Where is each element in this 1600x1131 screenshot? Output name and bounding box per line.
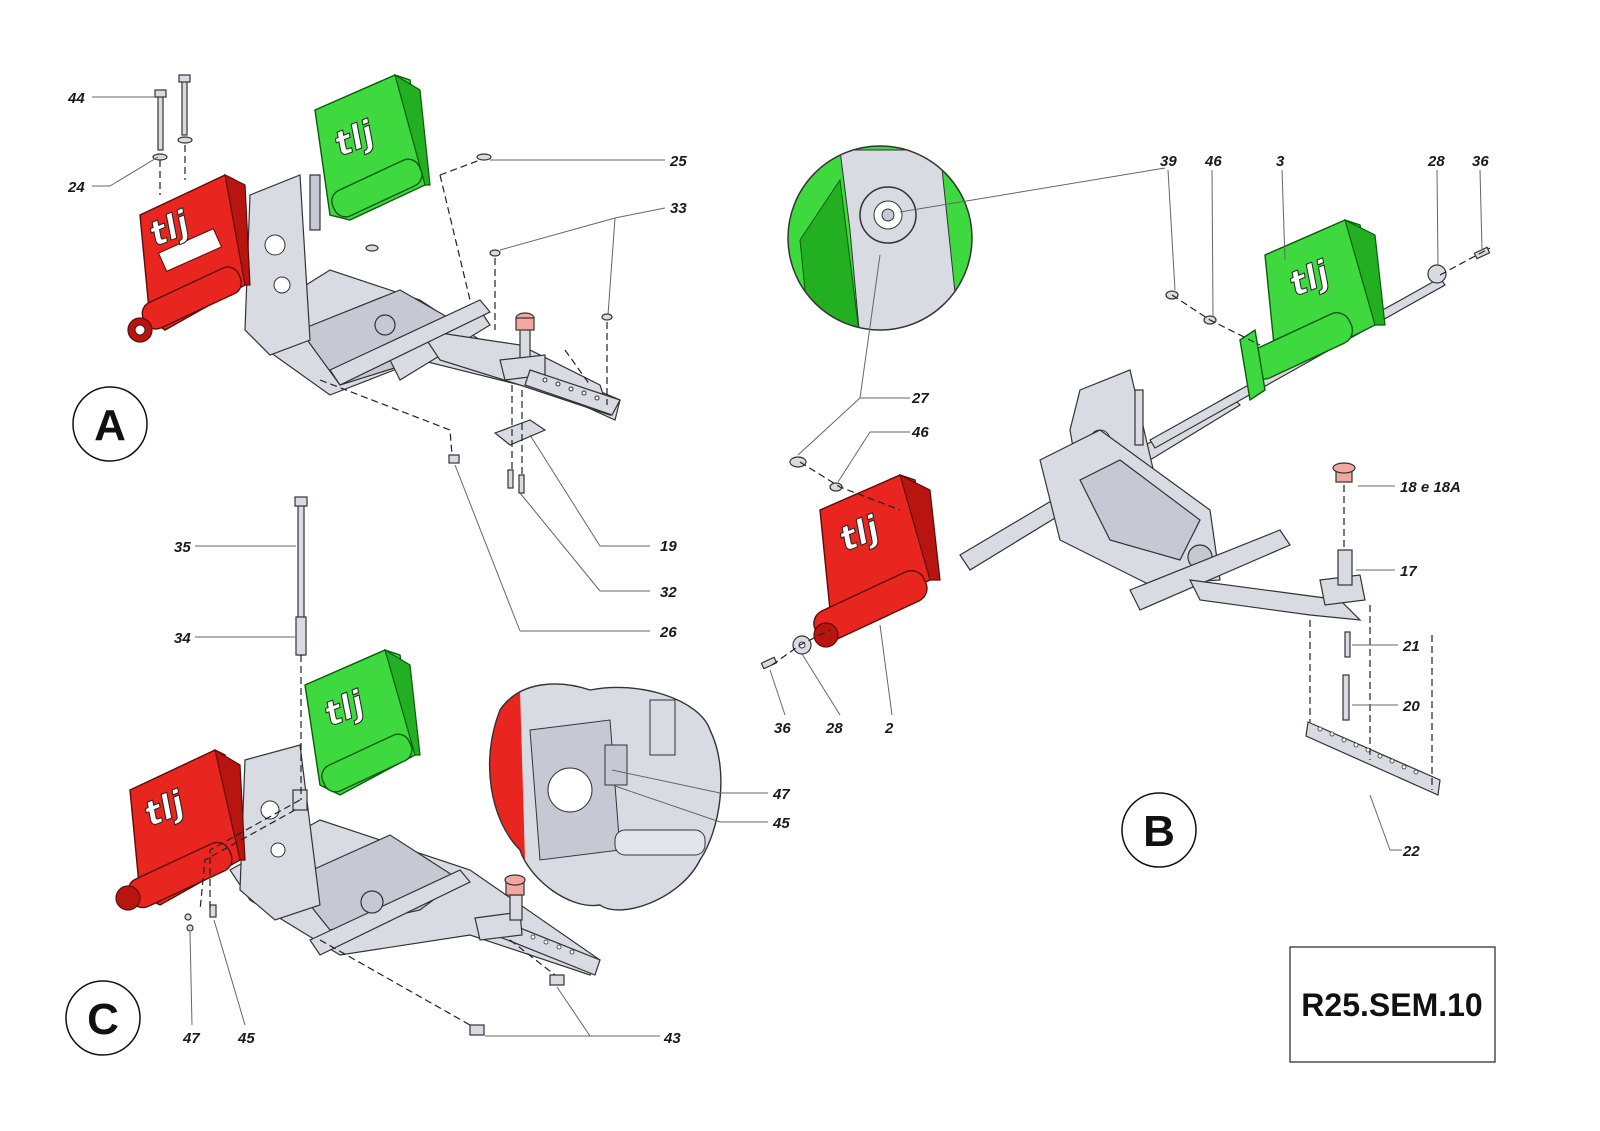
view-b-badge <box>1121 792 1197 868</box>
view-c: tlj tlj <box>65 496 790 1056</box>
callout-21: 21 <box>1402 638 1420 655</box>
callout-35: 35 <box>174 539 191 556</box>
callout-44: 44 <box>67 90 85 107</box>
callout-20: 20 <box>1402 698 1420 715</box>
view-c-letter: C <box>87 995 119 1044</box>
view-a-letter: A <box>94 401 126 450</box>
view-b-letter: B <box>1143 807 1175 856</box>
callout-36-bottom: 36 <box>774 720 791 737</box>
callout-24: 24 <box>67 179 85 196</box>
drawing-code-box: R25.SEM.10 <box>1289 946 1496 1063</box>
callout-27: 27 <box>911 390 929 407</box>
callout-45-detail: 45 <box>772 815 790 832</box>
callout-46-top: 46 <box>1204 153 1222 170</box>
view-a-badge <box>72 386 148 462</box>
callout-2: 2 <box>884 720 894 737</box>
drawing-code: R25.SEM.10 <box>1301 987 1482 1023</box>
callout-28-top: 28 <box>1427 153 1445 170</box>
callout-46-mid: 46 <box>911 424 929 441</box>
view-c-badge <box>65 980 141 1056</box>
callout-45: 45 <box>237 1030 255 1047</box>
callout-33: 33 <box>670 200 687 217</box>
view-a: tlj tlj <box>67 73 687 641</box>
callout-47-detail: 47 <box>772 786 790 803</box>
callout-39: 39 <box>1160 153 1177 170</box>
callout-18-18a: 18 e 18A <box>1400 479 1461 496</box>
callout-43: 43 <box>663 1030 681 1047</box>
callout-3: 3 <box>1276 153 1285 170</box>
callout-19: 19 <box>660 538 677 555</box>
callout-34: 34 <box>174 630 191 647</box>
callout-28-bottom: 28 <box>825 720 843 737</box>
callout-47: 47 <box>182 1030 200 1047</box>
callout-32: 32 <box>660 584 677 601</box>
callout-17: 17 <box>1400 563 1417 580</box>
callout-26: 26 <box>659 624 677 641</box>
view-b: tlj tlj <box>760 145 1491 868</box>
callout-25: 25 <box>669 153 687 170</box>
callout-22: 22 <box>1402 843 1420 860</box>
callout-36-top: 36 <box>1472 153 1489 170</box>
